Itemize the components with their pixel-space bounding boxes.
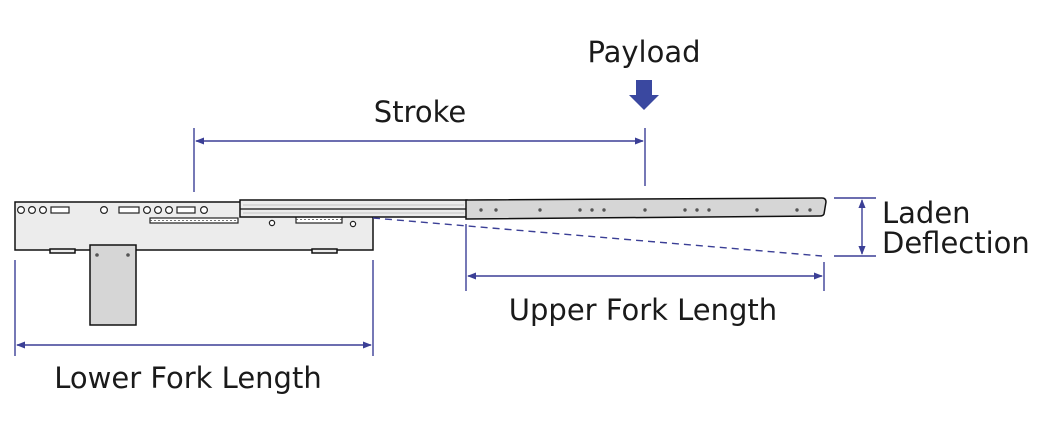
lower-fork-length-dimension [14,260,374,356]
laden-deflection-dimension [834,197,876,257]
lower-fork-length-label: Lower Fork Length [54,361,321,395]
lower-fork [14,201,374,326]
stroke-dimension [193,128,646,192]
upper-fork [465,197,827,220]
stroke-label: Stroke [374,95,466,129]
down-arrow-icon [629,80,659,110]
deflection-reference-line [372,217,823,257]
laden-label: Laden [882,196,971,230]
deflection-label: Deflection [882,226,1030,260]
payload-label: Payload [587,35,700,69]
middle-slide [239,199,468,218]
upper-fork-length-label: Upper Fork Length [509,293,777,327]
upper-fork-length-dimension [465,224,825,291]
